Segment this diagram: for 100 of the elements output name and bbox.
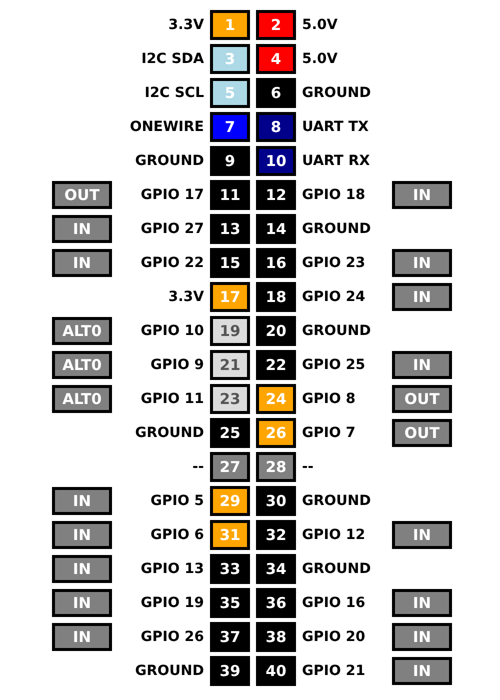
pin-number: 27 xyxy=(210,452,250,482)
pin-number: 30 xyxy=(256,486,296,516)
pin-label: -- xyxy=(192,458,204,477)
pin-label: GPIO 22 xyxy=(140,254,204,273)
pin-mode-tag: ALT0 xyxy=(52,317,112,345)
pin-mode-tag: IN xyxy=(392,351,452,379)
pin-number: 35 xyxy=(210,588,250,618)
pin-number: 20 xyxy=(256,316,296,346)
pin-number: 11 xyxy=(210,180,250,210)
pin-number: 37 xyxy=(210,622,250,652)
pin-label: -- xyxy=(302,458,314,477)
pin-label: GPIO 26 xyxy=(140,628,204,647)
pin-mode-tag: IN xyxy=(52,589,112,617)
pin-label: GROUND xyxy=(302,84,371,103)
pin-number: 5 xyxy=(210,78,250,108)
pin-label: GPIO 11 xyxy=(140,390,204,409)
pin-mode-tag: IN xyxy=(52,521,112,549)
pin-mode-tag: IN xyxy=(52,215,112,243)
pin-number: 2 xyxy=(256,10,296,40)
pin-label: GPIO 8 xyxy=(302,390,356,409)
pin-label: GPIO 18 xyxy=(302,186,366,205)
pin-mode-tag: IN xyxy=(392,657,452,685)
pin-number: 31 xyxy=(210,520,250,550)
pin-mode-tag: ALT0 xyxy=(52,385,112,413)
pin-mode-tag: OUT xyxy=(52,181,112,209)
pin-number: 12 xyxy=(256,180,296,210)
pin-label: ONEWIRE xyxy=(130,118,204,137)
pin-number: 38 xyxy=(256,622,296,652)
pin-number: 13 xyxy=(210,214,250,244)
pin-number: 10 xyxy=(256,146,296,176)
pin-number: 40 xyxy=(256,656,296,686)
pin-mode-tag: IN xyxy=(52,249,112,277)
pin-label: UART RX xyxy=(302,152,370,171)
pin-label: GPIO 20 xyxy=(302,628,366,647)
pin-label: GROUND xyxy=(302,220,371,239)
pin-number: 8 xyxy=(256,112,296,142)
pin-number: 1 xyxy=(210,10,250,40)
pin-label: GPIO 7 xyxy=(302,424,356,443)
pin-mode-tag: IN xyxy=(52,555,112,583)
pin-label: 5.0V xyxy=(302,16,338,35)
pin-number: 25 xyxy=(210,418,250,448)
pin-mode-tag: OUT xyxy=(392,419,452,447)
pin-label: GPIO 27 xyxy=(140,220,204,239)
pin-mode-tag: IN xyxy=(392,181,452,209)
pin-label: UART TX xyxy=(302,118,369,137)
pin-mode-tag: IN xyxy=(392,521,452,549)
pin-number: 36 xyxy=(256,588,296,618)
pin-label: GPIO 9 xyxy=(150,356,204,375)
pin-number: 22 xyxy=(256,350,296,380)
pin-label: 3.3V xyxy=(168,288,204,307)
pin-label: GPIO 21 xyxy=(302,662,366,681)
pin-mode-tag: IN xyxy=(52,487,112,515)
pin-number: 18 xyxy=(256,282,296,312)
pin-number: 7 xyxy=(210,112,250,142)
pin-mode-tag: IN xyxy=(392,623,452,651)
pin-number: 29 xyxy=(210,486,250,516)
pin-mode-tag: ALT0 xyxy=(52,351,112,379)
pin-label: I2C SDA xyxy=(141,50,204,69)
pin-label: GPIO 12 xyxy=(302,526,366,545)
pin-number: 4 xyxy=(256,44,296,74)
pin-label: GROUND xyxy=(135,424,204,443)
pin-number: 23 xyxy=(210,384,250,414)
pin-number: 26 xyxy=(256,418,296,448)
pin-label: GPIO 24 xyxy=(302,288,366,307)
pin-number: 15 xyxy=(210,248,250,278)
pin-number: 9 xyxy=(210,146,250,176)
pin-number: 17 xyxy=(210,282,250,312)
pin-label: GPIO 19 xyxy=(140,594,204,613)
pin-label: GPIO 13 xyxy=(140,560,204,579)
pin-label: GPIO 6 xyxy=(150,526,204,545)
pin-mode-tag: IN xyxy=(392,283,452,311)
pin-number: 14 xyxy=(256,214,296,244)
pin-label: GPIO 16 xyxy=(302,594,366,613)
pin-number: 24 xyxy=(256,384,296,414)
pin-number: 34 xyxy=(256,554,296,584)
pin-label: GPIO 25 xyxy=(302,356,366,375)
pin-label: GROUND xyxy=(302,560,371,579)
pin-label: GROUND xyxy=(135,662,204,681)
pin-label: 5.0V xyxy=(302,50,338,69)
pin-number: 28 xyxy=(256,452,296,482)
pin-number: 19 xyxy=(210,316,250,346)
pin-number: 32 xyxy=(256,520,296,550)
pin-number: 39 xyxy=(210,656,250,686)
pin-label: GPIO 17 xyxy=(140,186,204,205)
pin-label: GPIO 5 xyxy=(150,492,204,511)
pin-mode-tag: IN xyxy=(52,623,112,651)
pin-mode-tag: IN xyxy=(392,249,452,277)
pin-number: 33 xyxy=(210,554,250,584)
pin-label: GPIO 10 xyxy=(140,322,204,341)
pin-number: 6 xyxy=(256,78,296,108)
pin-number: 16 xyxy=(256,248,296,278)
pin-mode-tag: IN xyxy=(392,589,452,617)
pin-label: GROUND xyxy=(135,152,204,171)
pin-label: GROUND xyxy=(302,492,371,511)
pin-mode-tag: OUT xyxy=(392,385,452,413)
pin-label: 3.3V xyxy=(168,16,204,35)
pin-number: 3 xyxy=(210,44,250,74)
pin-label: GPIO 23 xyxy=(302,254,366,273)
pin-label: I2C SCL xyxy=(144,84,204,103)
pin-label: GROUND xyxy=(302,322,371,341)
